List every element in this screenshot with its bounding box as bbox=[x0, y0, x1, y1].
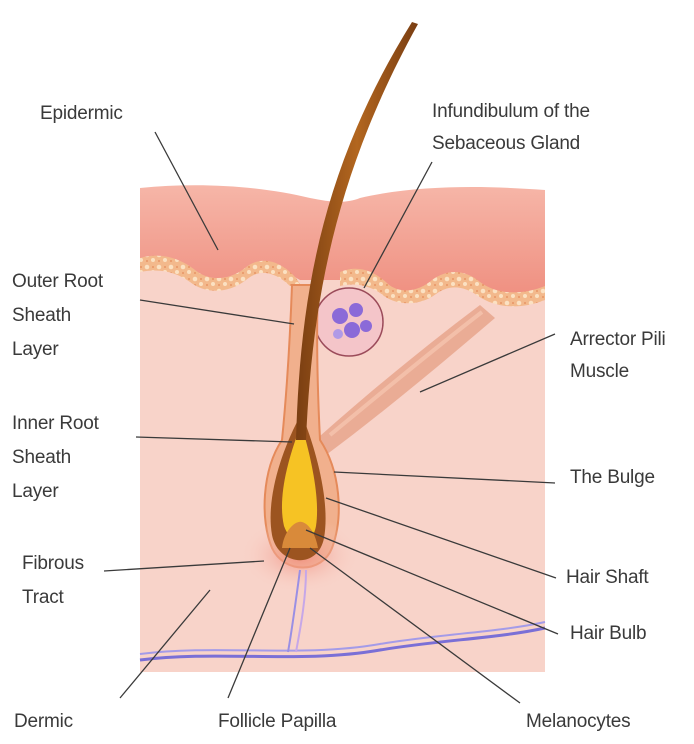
gland-cell bbox=[333, 329, 343, 339]
gland-cell bbox=[344, 322, 360, 338]
label-inner-root-line2: Sheath bbox=[12, 442, 71, 474]
label-follicle-papilla: Follicle Papilla bbox=[218, 706, 336, 738]
label-outer-root-line1: Outer Root bbox=[12, 266, 103, 298]
label-arrector-line1: Arrector Pili bbox=[570, 324, 666, 356]
label-bulge: The Bulge bbox=[570, 462, 655, 494]
label-melanocytes: Melanocytes bbox=[526, 706, 630, 738]
label-hair-shaft: Hair Shaft bbox=[566, 562, 648, 594]
label-outer-root-line3: Layer bbox=[12, 334, 59, 366]
label-outer-root-line2: Sheath bbox=[12, 300, 71, 332]
label-fibrous-line1: Fibrous bbox=[22, 548, 84, 580]
label-infundibulum-line1: Infundibulum of the bbox=[432, 96, 590, 128]
gland-cell bbox=[349, 303, 363, 317]
label-epidermic: Epidermic bbox=[40, 98, 123, 130]
label-hair-bulb: Hair Bulb bbox=[570, 618, 646, 650]
label-infundibulum-line2: Sebaceous Gland bbox=[432, 128, 580, 160]
label-inner-root-line1: Inner Root bbox=[12, 408, 99, 440]
gland-cell bbox=[332, 308, 348, 324]
gland-cell bbox=[360, 320, 372, 332]
label-inner-root-line3: Layer bbox=[12, 476, 59, 508]
sebaceous-gland bbox=[315, 288, 383, 356]
label-dermic: Dermic bbox=[14, 706, 73, 738]
label-fibrous-line2: Tract bbox=[22, 582, 64, 614]
label-arrector-line2: Muscle bbox=[570, 356, 629, 388]
